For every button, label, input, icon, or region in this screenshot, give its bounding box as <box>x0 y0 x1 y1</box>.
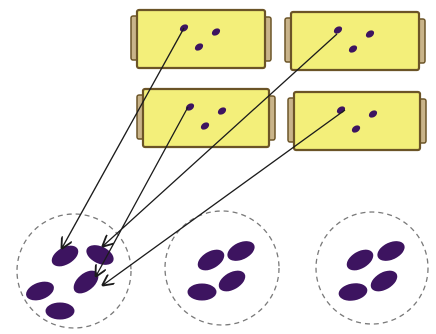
dna-card <box>284 10 426 72</box>
bacterium <box>187 283 217 301</box>
card-body <box>141 87 271 149</box>
bacterium <box>370 270 398 292</box>
bacterium <box>218 270 246 292</box>
arrow <box>103 109 346 285</box>
dot <box>351 125 361 133</box>
bacterium <box>338 283 368 301</box>
group-circle <box>164 210 280 326</box>
dot <box>211 28 221 36</box>
dot <box>348 45 358 53</box>
bacterium <box>346 249 374 271</box>
bacteria-group <box>16 213 132 329</box>
dot <box>333 26 343 34</box>
bacterium <box>51 245 79 267</box>
card-body <box>292 90 422 152</box>
dot <box>368 110 378 118</box>
bacterium <box>45 302 75 320</box>
arrow <box>62 27 185 248</box>
dna-card <box>287 90 427 152</box>
bacterium <box>227 241 255 261</box>
dot <box>194 43 204 51</box>
dot <box>365 30 375 38</box>
bacterium <box>86 245 114 265</box>
arrow <box>103 33 338 246</box>
dna-card <box>136 87 276 149</box>
dot <box>217 107 227 115</box>
arrow <box>96 106 189 276</box>
group-circle <box>16 213 132 329</box>
bacterium <box>377 241 405 261</box>
bacterium <box>197 249 225 271</box>
dot <box>200 122 210 130</box>
dot <box>185 103 195 111</box>
bacterium <box>73 270 99 294</box>
dna-card <box>130 8 272 70</box>
bacteria-group <box>315 211 429 325</box>
card-body <box>289 10 421 72</box>
group-circle <box>315 211 429 325</box>
bacteria-group <box>164 210 280 326</box>
card-body <box>135 8 267 70</box>
bacterium <box>26 281 54 301</box>
